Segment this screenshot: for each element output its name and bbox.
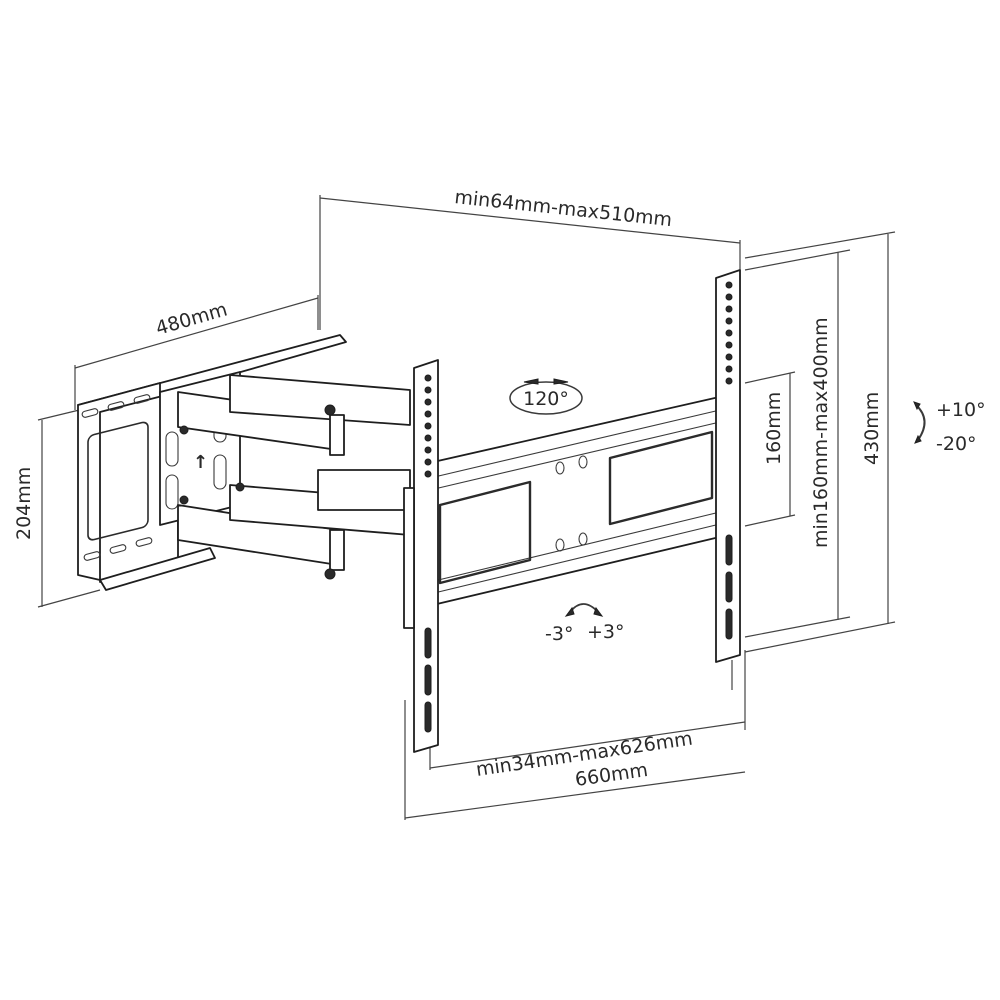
rotate-left-label: -3° bbox=[545, 623, 573, 645]
wall-plate-width-label: 480mm bbox=[153, 298, 230, 339]
left-bracket-holes bbox=[424, 374, 432, 733]
tilt-down-label: -20° bbox=[936, 433, 977, 455]
wall-plate-height-label: 204mm bbox=[13, 467, 35, 540]
swivel-indicator: 120° bbox=[509, 378, 583, 415]
rotation-indicator: -3° +3° bbox=[545, 603, 625, 645]
rotate-right-label: +3° bbox=[587, 621, 625, 643]
dimension-lines bbox=[37, 195, 896, 820]
vesa-height-label: min160mm-max400mm bbox=[810, 317, 832, 548]
tilt-up-label: +10° bbox=[936, 399, 986, 421]
wall-plate: ↑ bbox=[77, 334, 347, 591]
bracket-spacing-label: 160mm bbox=[763, 392, 785, 465]
swivel-angle-label: 120° bbox=[523, 388, 569, 410]
bracket-height-label: 430mm bbox=[861, 392, 883, 465]
tilt-indicator: +10° -20° bbox=[913, 399, 986, 455]
up-arrow-icon: ↑ bbox=[193, 452, 208, 473]
tv-bracket bbox=[403, 269, 741, 753]
right-bracket-holes bbox=[725, 281, 733, 640]
